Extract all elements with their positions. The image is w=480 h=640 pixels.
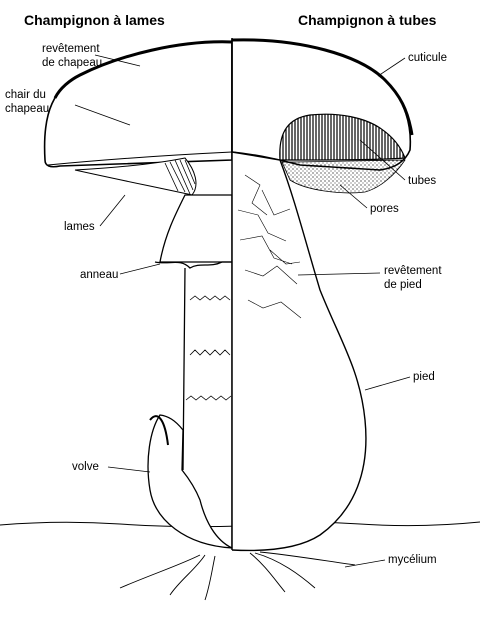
label-tubes: tubes bbox=[408, 175, 437, 187]
label-revetement-de-pied: revêtement de pied bbox=[384, 265, 442, 291]
tubes-area bbox=[279, 113, 406, 161]
stem-reticulation bbox=[237, 174, 302, 319]
right-heading: Champignon à tubes bbox=[298, 12, 437, 28]
pores-area bbox=[281, 159, 406, 194]
gills bbox=[74, 157, 197, 196]
label-chair-du-chapeau: chair du chapeau bbox=[5, 89, 50, 115]
left-cap-flesh-line bbox=[47, 151, 233, 166]
label-pores: pores bbox=[370, 203, 399, 215]
left-stem bbox=[159, 194, 233, 263]
label-lames: lames bbox=[64, 221, 95, 233]
label-pied: pied bbox=[413, 371, 435, 383]
label-cuticule: cuticule bbox=[408, 52, 447, 64]
right-stem bbox=[231, 151, 367, 552]
label-revetement-de-chapeau: revêtement de chapeau bbox=[42, 43, 103, 69]
label-mycelium: mycélium bbox=[388, 554, 437, 566]
label-anneau: anneau bbox=[80, 269, 119, 281]
label-volve: volve bbox=[72, 461, 99, 473]
volva bbox=[147, 414, 233, 549]
ring bbox=[154, 261, 232, 269]
left-heading: Champignon à lames bbox=[24, 12, 165, 28]
mycelium-roots bbox=[119, 551, 356, 601]
left-cap-cuticle bbox=[53, 40, 233, 99]
right-cap-cuticle bbox=[231, 38, 414, 136]
